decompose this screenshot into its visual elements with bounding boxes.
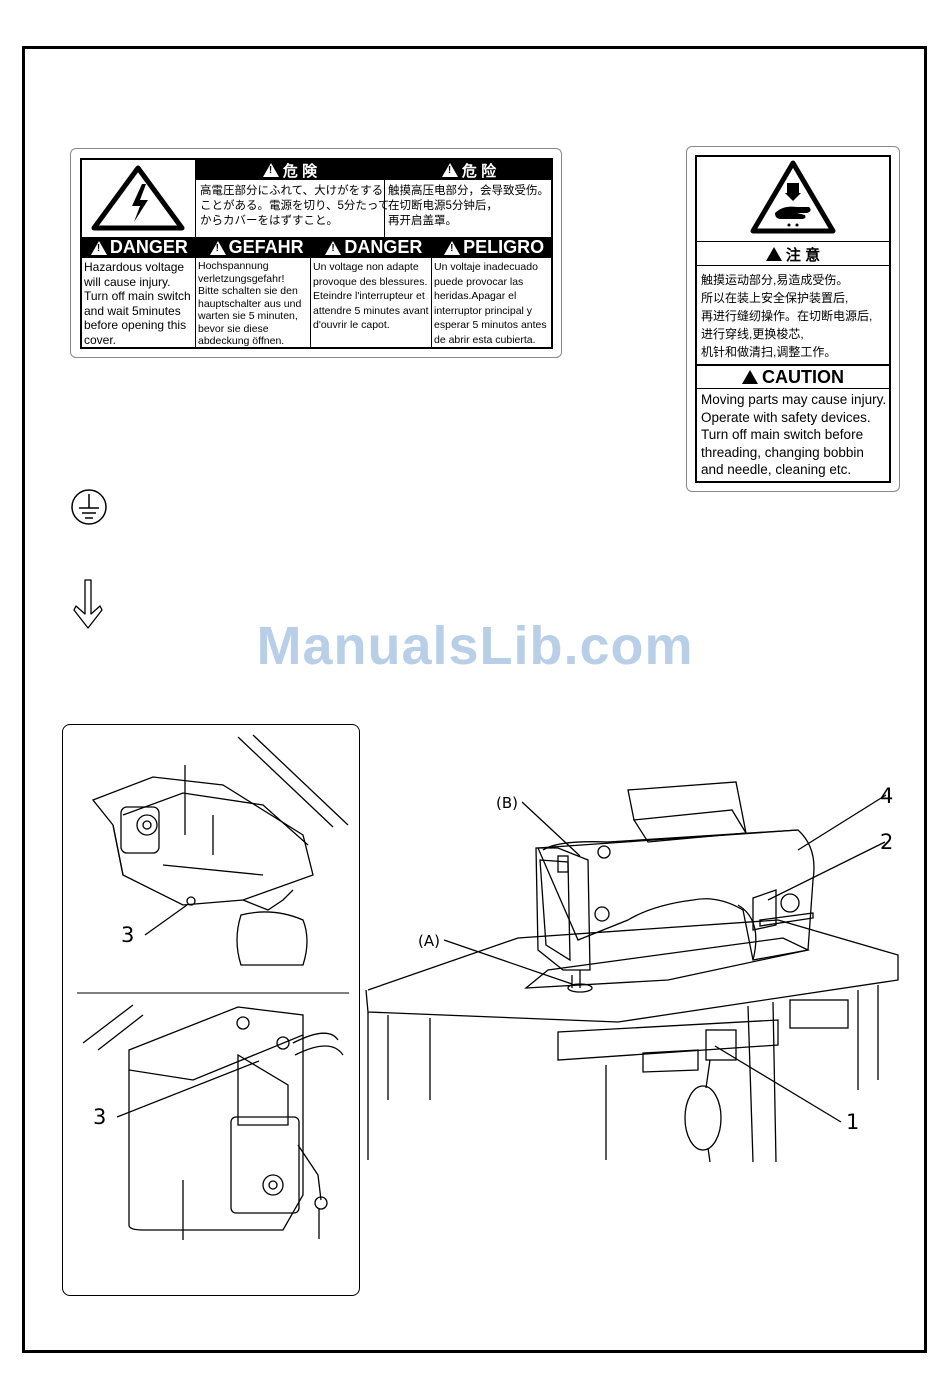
protective-earth-icon — [70, 488, 108, 531]
kiken-zh-header: 危 险 — [385, 160, 553, 180]
zhuyi-header: 注 意 — [697, 243, 889, 266]
hand-crush-icon — [697, 157, 889, 242]
callout-4: 4 — [880, 784, 894, 808]
callout-2: 2 — [880, 830, 894, 854]
kiken-jp-header: 危 険 — [196, 160, 384, 180]
zh-caution-text: 触摸运动部分,易造成受伤。所以在装上安全保护装置后,再进行缝纫操作。在切断电源后… — [701, 273, 873, 359]
inset-detail-drawing: 3 3 — [62, 724, 360, 1296]
callout-3-top: 3 — [121, 923, 135, 947]
zh-danger-text: 触摸高压电部分，会导致受伤。在切断电源5分钟后，再开启盖罩。 — [388, 185, 549, 227]
en-caution-text: Moving parts may cause injury.Operate wi… — [701, 392, 887, 477]
page-frame — [22, 46, 927, 1353]
high-voltage-icon — [82, 160, 196, 237]
danger-warning-label: 危 険 危 险 高電圧部分にふれて、大けがをすることがある。電源を切り、5分たっ… — [70, 148, 562, 358]
watermark: ManualsLib.com — [256, 616, 694, 676]
sewing-machine-drawing: (B) (A) 4 2 1 — [358, 770, 918, 1170]
jp-danger-text: 高電圧部分にふれて、大けがをすることがある。電源を切り、5分たってからカバーをは… — [200, 185, 390, 227]
callout-a: (A) — [418, 932, 440, 950]
callout-1: 1 — [846, 1110, 860, 1134]
danger-headers-row: DANGER GEFAHR DANGER PELIGRO — [82, 237, 553, 258]
callout-b: (B) — [496, 794, 518, 812]
caution-warning-label: 注 意 触摸运动部分,易造成受伤。所以在装上安全保护装置后,再进行缝纫操作。在切… — [686, 146, 900, 492]
caution-header: CAUTION — [697, 364, 889, 389]
callout-3-bottom: 3 — [93, 1105, 107, 1129]
down-arrow-icon — [72, 578, 104, 637]
